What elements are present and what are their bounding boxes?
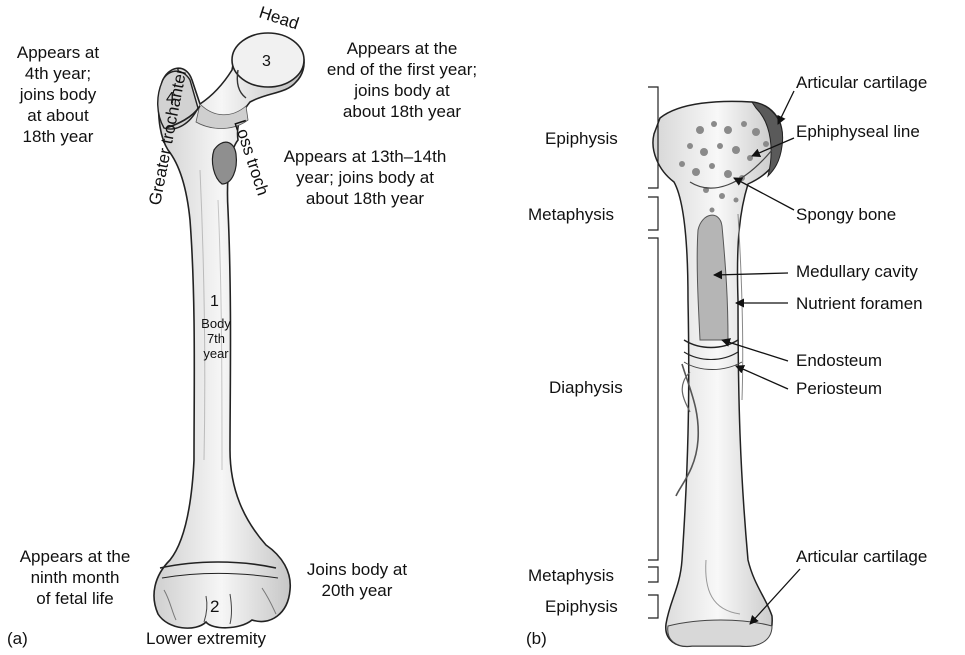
note-line: Appears at (0, 42, 116, 63)
center-number-head: 3 (262, 53, 271, 70)
note-line: joins body (0, 84, 116, 105)
label-spongy-bone: Spongy bone (796, 204, 896, 225)
body-line: year (196, 346, 236, 361)
note-line: at about (0, 105, 116, 126)
region-diaphysis: Diaphysis (549, 377, 623, 398)
label-epiphyseal-line: Ephiphyseal line (796, 121, 920, 142)
note-greater-trochanter: Appears at 4th year; joins body at about… (0, 42, 116, 147)
label-endosteum: Endosteum (796, 350, 882, 371)
note-line: of fetal life (0, 588, 150, 609)
arrow-periosteum (736, 366, 788, 389)
arrow-articular-cartilage-top (778, 91, 794, 124)
note-line: end of the first year; (314, 59, 490, 80)
region-epiphysis-bottom: Epiphysis (545, 596, 618, 617)
note-lower-left: Appears at the ninth month of fetal life (0, 546, 150, 609)
head-label: Head (257, 3, 302, 34)
note-lower-right: Joins body at 20th year (288, 559, 426, 601)
note-line: 20th year (288, 580, 426, 601)
note-line: joins body at (314, 80, 490, 101)
panel-b-letter: (b) (526, 628, 547, 649)
label-nutrient-foramen: Nutrient foramen (796, 293, 923, 314)
bracket-metaphysis-top (648, 197, 658, 230)
bracket-diaphysis (648, 238, 658, 560)
label-medullary-cavity: Medullary cavity (796, 261, 918, 282)
panel-a-caption: Lower extremity (146, 628, 266, 649)
note-line: about 18th year (314, 101, 490, 122)
note-line: Appears at the (0, 546, 150, 567)
body-line: 7th (196, 331, 236, 346)
note-line: Appears at 13th–14th (272, 146, 458, 167)
note-line: ninth month (0, 567, 150, 588)
region-epiphysis-top: Epiphysis (545, 128, 618, 149)
bracket-epiphysis-bottom (648, 595, 658, 618)
body-line: Body (196, 316, 236, 331)
note-lesser-trochanter: Appears at 13th–14th year; joins body at… (272, 146, 458, 209)
label-articular-cartilage-bottom: Articular cartilage (796, 546, 927, 567)
region-metaphysis-bottom: Metaphysis (528, 565, 614, 586)
center-number-greater-trochanter: 4 (166, 90, 175, 107)
bracket-metaphysis-bottom (648, 567, 658, 582)
center-number-lower: 2 (210, 597, 219, 616)
body-center-label: Body 7th year (196, 316, 236, 361)
region-brackets (648, 87, 658, 618)
note-line: 18th year (0, 126, 116, 147)
region-metaphysis-top: Metaphysis (528, 204, 614, 225)
panel-a-letter: (a) (7, 628, 28, 649)
note-line: 4th year; (0, 63, 116, 84)
long-bone-drawing (653, 101, 783, 646)
articular-cartilage-bottom-shape (668, 620, 772, 646)
note-line: about 18th year (272, 188, 458, 209)
lesser-trochanter-shape (212, 142, 236, 184)
note-head: Appears at the end of the first year; jo… (314, 38, 490, 122)
label-articular-cartilage-top: Articular cartilage (796, 72, 927, 93)
long-bone-outline (653, 101, 782, 646)
note-line: Appears at the (314, 38, 490, 59)
center-number-body: 1 (210, 293, 219, 310)
label-periosteum: Periosteum (796, 378, 882, 399)
note-line: year; joins body at (272, 167, 458, 188)
note-line: Joins body at (288, 559, 426, 580)
